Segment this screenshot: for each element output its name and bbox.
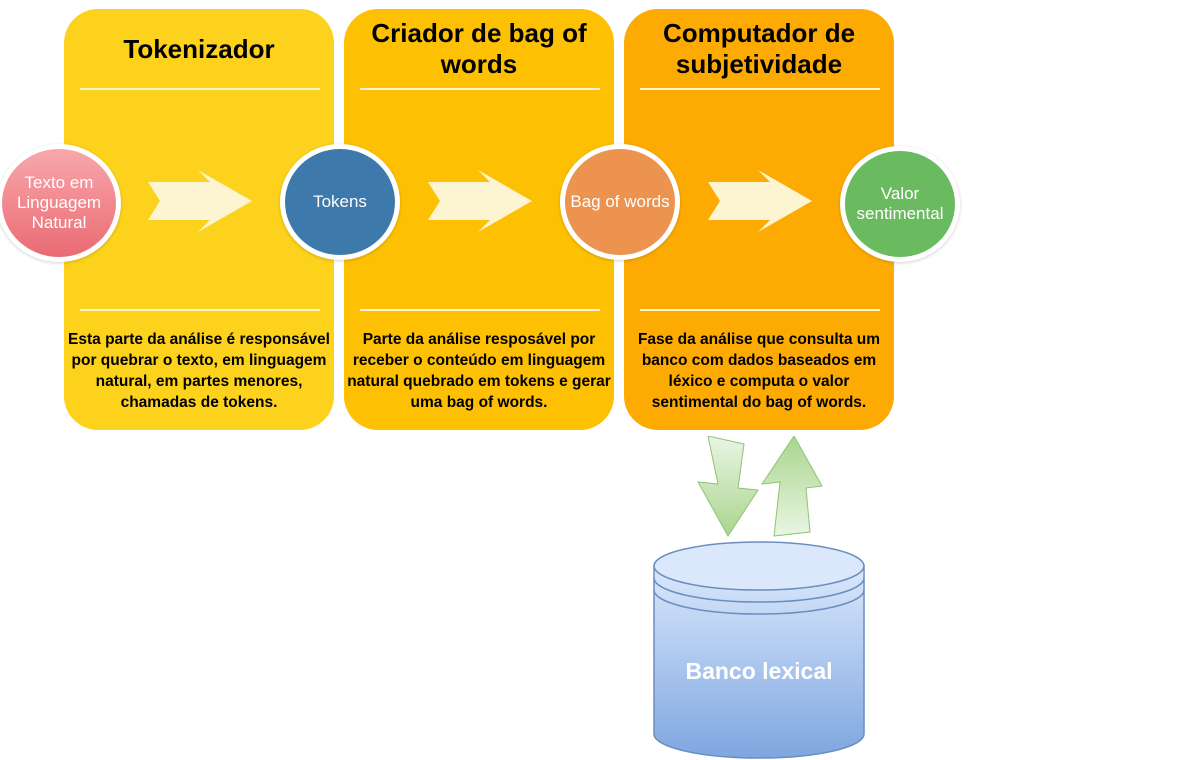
down-arrow-icon — [697, 436, 759, 537]
node-label: Texto em Linguagem Natural — [16, 173, 102, 232]
stage-description: Fase da análise que consulta um banco co… — [637, 331, 881, 411]
node-output-value: Valor sentimental — [840, 146, 960, 262]
divider — [360, 88, 600, 90]
divider — [80, 88, 320, 90]
stage-title: Tokenizador — [123, 33, 275, 64]
stage-description: Esta parte da análise é responsável por … — [68, 331, 330, 411]
node-input-text: Texto em Linguagem Natural — [0, 144, 121, 262]
node-label: Valor sentimental — [856, 184, 944, 223]
node-label: Tokens — [313, 192, 367, 211]
stage-title: Criador de bag of words — [371, 18, 587, 79]
up-arrow-icon — [760, 436, 823, 537]
right-arrow-icon — [428, 170, 532, 232]
node-bag-of-words: Bag of words — [560, 144, 680, 260]
database-label: Banco lexical — [685, 658, 833, 684]
stage-description: Parte da análise resposável por receber … — [347, 331, 611, 411]
right-arrow-icon — [708, 170, 812, 232]
database-cylinder-icon — [653, 541, 865, 759]
node-label: Bag of words — [570, 192, 670, 211]
node-tokens: Tokens — [280, 144, 400, 260]
right-arrow-icon — [148, 170, 252, 232]
stage-title: Computador de subjetividade — [662, 18, 856, 79]
divider — [640, 309, 880, 311]
divider — [640, 88, 880, 90]
divider — [80, 309, 320, 311]
divider — [360, 309, 600, 311]
